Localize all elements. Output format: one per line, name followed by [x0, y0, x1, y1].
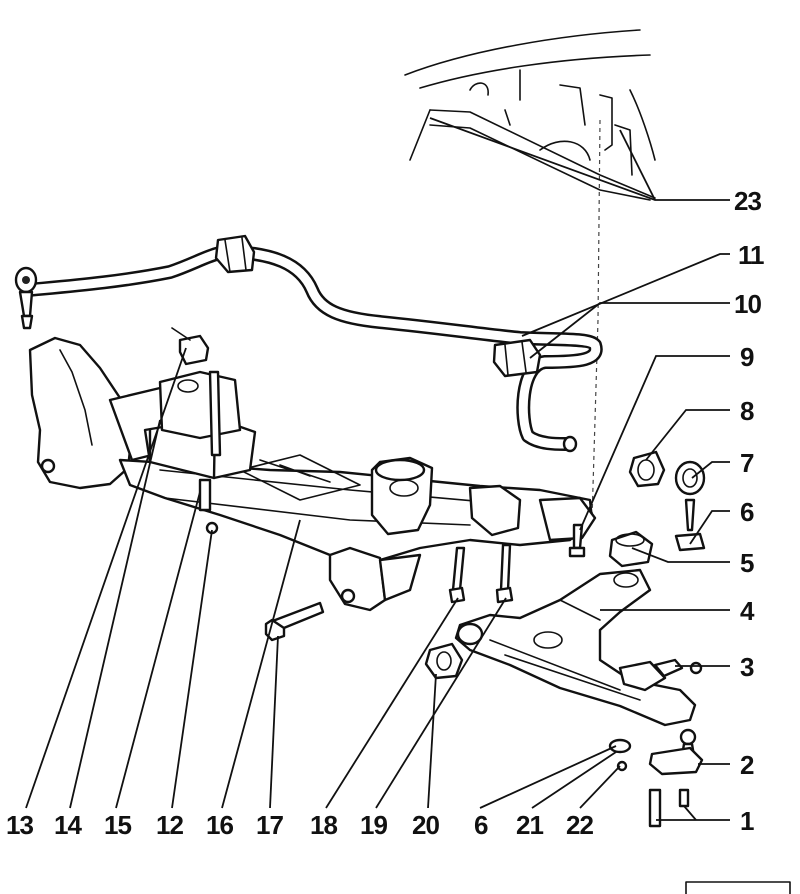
callout-8: 8	[740, 396, 754, 426]
callout-9: 9	[740, 342, 754, 372]
callout-23: 23	[734, 186, 761, 216]
callouts-bottom: 13 14 15 12 16 17 18 19 20 6 21 22	[6, 810, 594, 840]
callout-2: 2	[740, 750, 754, 780]
bolts	[264, 523, 586, 642]
callout-3: 3	[740, 652, 754, 682]
part-7-bushing	[674, 460, 706, 496]
callout-6-bottom: 6	[474, 810, 488, 840]
figure-reference-box	[685, 881, 791, 894]
callout-11: 11	[738, 240, 764, 270]
callout-7: 7	[740, 448, 754, 478]
lower-control-arm	[454, 568, 697, 727]
callout-10: 10	[734, 289, 761, 319]
callout-14: 14	[54, 810, 82, 840]
callout-22: 22	[566, 810, 593, 840]
engine-mount	[143, 327, 257, 535]
callout-15: 15	[104, 810, 131, 840]
callout-5: 5	[740, 548, 754, 578]
assembly-axis-line	[591, 119, 601, 521]
callouts-right: 23 11 10 9 8 7 6 5 4 3 2 1	[734, 186, 765, 836]
callout-21: 21	[516, 810, 543, 840]
part-2-ball-joint	[648, 728, 704, 776]
part-5-mount	[608, 530, 654, 568]
callout-20: 20	[412, 810, 439, 840]
callout-17: 17	[256, 810, 283, 840]
part-8-bushing	[628, 450, 666, 488]
callout-16: 16	[206, 810, 233, 840]
part-21-washer	[608, 738, 632, 754]
callout-4: 4	[740, 596, 755, 626]
callout-12: 12	[156, 810, 183, 840]
anti-roll-bar	[14, 234, 603, 453]
part-3-nut	[653, 658, 703, 678]
part-10-bushing	[492, 338, 542, 378]
subframe-crossmember	[28, 336, 597, 612]
leader-lines	[25, 117, 730, 821]
part-22-nut	[616, 760, 628, 772]
part-20-bushing	[424, 642, 464, 680]
callout-6-right: 6	[740, 497, 754, 527]
part-6-washer-bolt	[674, 498, 706, 552]
callout-13: 13	[6, 810, 33, 840]
callout-19: 19	[360, 810, 387, 840]
callout-1: 1	[740, 806, 754, 836]
part-1-bolts	[648, 788, 690, 828]
callout-18: 18	[310, 810, 337, 840]
vehicle-body-section	[404, 29, 656, 201]
